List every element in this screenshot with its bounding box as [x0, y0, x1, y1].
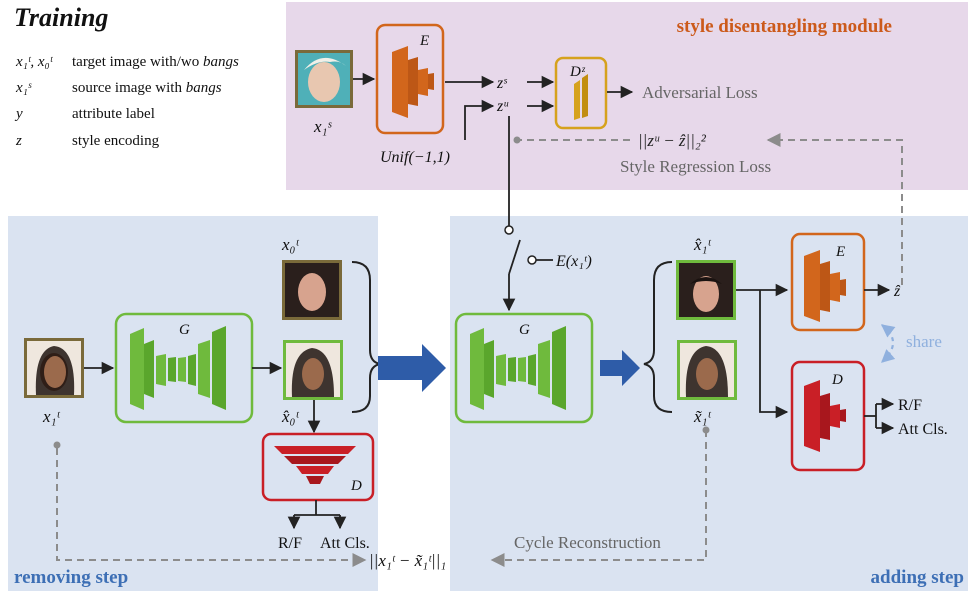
att-label-left: Att Cls. [320, 535, 370, 552]
legend-text-4: style encoding [72, 133, 160, 149]
adversarial-loss-label: Adversarial Loss [642, 83, 758, 102]
dashed-zhat-to-regression [766, 133, 903, 285]
legend-text-3: attribute label [72, 106, 155, 122]
discriminator-removing-block [261, 432, 375, 502]
legend-symbol-3: y [14, 106, 23, 122]
share-label: share [906, 332, 942, 351]
style-regression-loss-label: Style Regression Loss [620, 157, 771, 176]
arrow-xhat1-to-d [759, 290, 789, 419]
switch-lever [508, 239, 521, 275]
generator-adding-block [454, 312, 594, 424]
encoder-adding-label: E [835, 244, 845, 260]
generated-image-xhat1 [676, 260, 736, 320]
legend: x₁ᵗ, x₀ᵗ target image with/wo bangs x₁ˢ … [14, 54, 239, 149]
switch-top-node [504, 225, 514, 235]
diagram-title: Training [14, 3, 108, 32]
style-discriminator-label: Dᶻ [569, 64, 586, 80]
legend-symbol-2: x₁ˢ [15, 80, 32, 96]
style-regression-formula: ||zᵘ − ẑ||₂² [638, 131, 707, 150]
legend-symbol-1: x₁ᵗ, x₀ᵗ [15, 54, 54, 70]
rf-label-left: R/F [278, 535, 302, 552]
big-arrow-removing-to-adding [378, 344, 446, 392]
cycle-right-endpoint [702, 426, 710, 434]
cycle-left-endpoint [53, 441, 61, 449]
legend-text-1: target image with/wo bangs [72, 54, 239, 70]
label-xt1-left: x₁ᵗ [42, 407, 60, 426]
reconstructed-image-xtilde1 [677, 340, 737, 400]
dashed-zu-endpoint [513, 136, 521, 144]
generator-adding-label: G [519, 322, 530, 338]
removing-step-label: removing step [14, 567, 128, 588]
cycle-reconstruction-label: Cycle Reconstruction [514, 533, 661, 552]
generated-image-xhat0 [283, 340, 343, 400]
switch-side-node [527, 255, 537, 265]
discriminator-removing-label: D [350, 478, 362, 494]
encoder-adding-block [790, 232, 866, 332]
style-module-label: style disentangling module [677, 16, 892, 37]
style-discriminator-block [554, 56, 608, 130]
label-e-x: E(x₁ᵗ) [555, 253, 592, 270]
encoder-top-block [375, 23, 445, 135]
rf-label-right: R/F [898, 397, 922, 414]
blue-arrow-g-to-brace [600, 350, 640, 386]
label-unif: Unif(−1,1) [380, 149, 450, 166]
label-zhat: ẑ [893, 283, 901, 300]
label-zu: zᵘ [496, 98, 509, 115]
legend-symbol-4: z [15, 133, 22, 149]
discriminator-adding-label: D [831, 372, 843, 388]
adding-step-label: adding step [871, 567, 964, 588]
label-xtilde1: x̃₁ᵗ [693, 407, 711, 426]
brace-adding [643, 261, 673, 413]
dashed-cycle-left [56, 448, 367, 567]
target-image-xt0 [282, 260, 342, 320]
cycle-formula: ||x₁ᵗ − x̃₁ᵗ||₁ [369, 551, 446, 570]
encoder-top-label: E [419, 33, 429, 49]
generator-removing-block [114, 312, 254, 424]
label-zs: zˢ [496, 75, 507, 92]
generator-removing-label: G [179, 322, 190, 338]
label-xs1: x₁ˢ [313, 117, 332, 136]
target-image-xt1 [24, 338, 84, 398]
label-xhat1: x̂₁ᵗ [693, 235, 711, 254]
source-image-xs1 [295, 50, 353, 108]
att-label-right: Att Cls. [898, 421, 948, 438]
legend-text-2: source image with bangs [72, 80, 222, 96]
label-xt0: x₀ᵗ [281, 235, 299, 254]
arrow-unif-to-zu [464, 99, 495, 140]
label-xhat0: x̂₀ᵗ [281, 407, 299, 426]
